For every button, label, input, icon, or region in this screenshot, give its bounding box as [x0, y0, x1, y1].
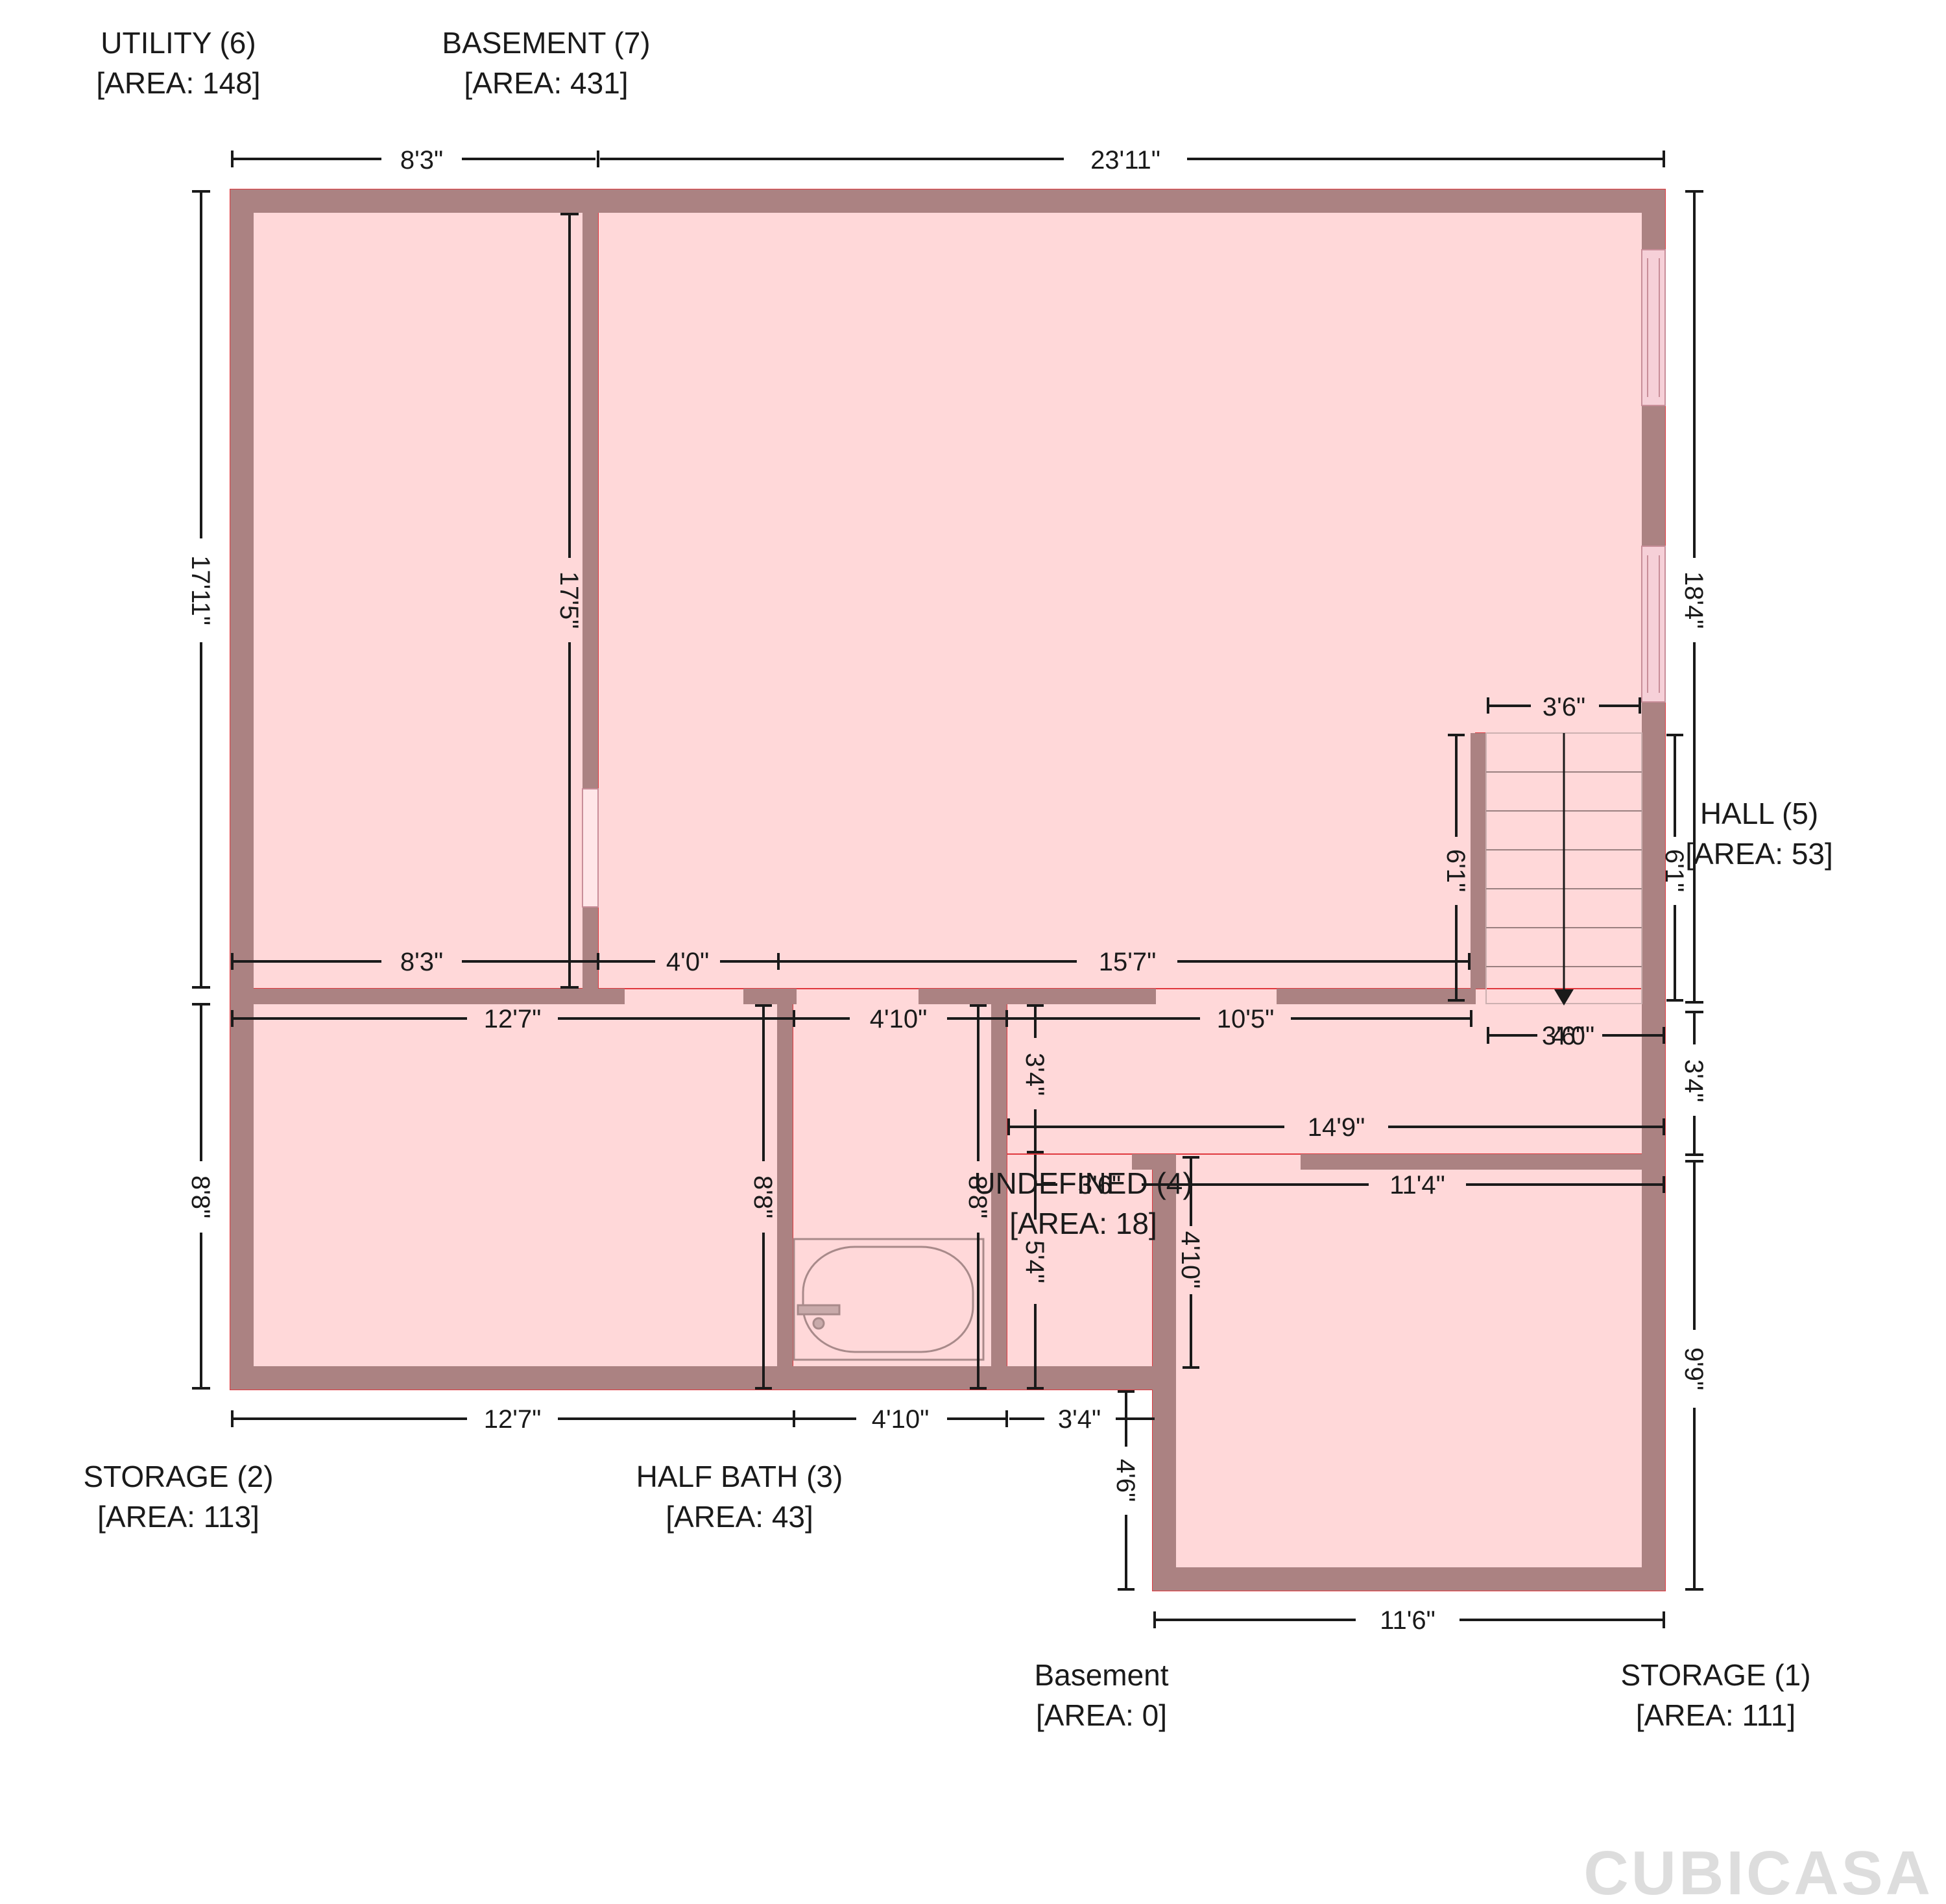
room-name-basement: Basement: [1034, 1658, 1168, 1692]
dim-corridor-inner-width: 14'9": [1308, 1113, 1365, 1142]
dim-corridor-height-right: 3'4": [1679, 1059, 1708, 1102]
brand-watermark: CUBICASA: [1583, 1838, 1933, 1904]
storage2-floor: [230, 988, 793, 1390]
dim-storage1-height: 9'9": [1679, 1347, 1708, 1390]
wall-storage1-right: [1642, 1154, 1665, 1591]
utility-floor: [230, 189, 599, 989]
storage1-floor: [1152, 1153, 1666, 1591]
wall-storage1-bottom: [1153, 1567, 1665, 1591]
dim-bottom-undefined-width: 3'4": [1058, 1405, 1101, 1434]
room-area-storage2: [AREA: 113]: [97, 1500, 259, 1534]
dim-bottom-halfbath-width: 4'10": [872, 1405, 930, 1434]
wall-storage1-left: [1153, 1154, 1176, 1591]
staircase: [1485, 732, 1642, 1006]
room-name-hall: HALL (5): [1700, 797, 1818, 830]
room-area-utility: [AREA: 148]: [96, 66, 260, 100]
dim-stair-height: 6'1": [1441, 849, 1470, 892]
room-area-basement7: [AREA: 431]: [464, 66, 628, 100]
room-name-undefined: UNDEFINED (4): [974, 1166, 1192, 1200]
wall-mid-a: [230, 989, 625, 1004]
wall-utility-divider-a: [583, 213, 598, 789]
wall-utility-divider-b: [583, 907, 598, 989]
room-name-storage2: STORAGE (2): [83, 1460, 273, 1493]
dim-left-upper-height: 17'11": [186, 555, 215, 625]
wall-left: [230, 189, 254, 1390]
dim-hall-height: 6'1": [1660, 849, 1688, 892]
wall-top: [230, 189, 1665, 213]
room-area-basement: [AREA: 0]: [1036, 1698, 1167, 1732]
dim-storage1-inner-width: 11'4": [1389, 1171, 1445, 1199]
dim-corridor-height-inner: 3'4": [1020, 1053, 1049, 1096]
dim-top-right-width: 23'11": [1090, 146, 1160, 175]
halfbath-floor: [792, 988, 1007, 1390]
dim-mid-basement-width: 15'7": [1099, 948, 1157, 976]
bathtub-icon: [793, 1238, 985, 1361]
door-utility: [582, 788, 599, 908]
room-name-basement7: BASEMENT (7): [442, 26, 650, 60]
room-name-storage1: STORAGE (1): [1620, 1658, 1810, 1692]
dim-stair-width: 3'6": [1543, 693, 1585, 721]
dim-stair-bottom-width: 3'6": [1542, 1022, 1585, 1050]
dim-bottom-storage1-width: 11'6": [1380, 1606, 1435, 1635]
room-name-utility: UTILITY (6): [101, 26, 256, 60]
dim-storage1-inner-height: 4'10": [1176, 1231, 1205, 1289]
dim-utility-inner-height: 17'5": [555, 572, 583, 629]
window-right-b: [1641, 546, 1666, 703]
dim-undefined-width: 3'6": [1078, 1171, 1121, 1199]
wall-stair-left: [1471, 733, 1486, 989]
wall-halfbath-undef: [991, 989, 1007, 1390]
dimension-lines: [192, 151, 1703, 1628]
wall-storage2-halfbath: [777, 989, 793, 1390]
dimension-labels: 8'3" 23'11" 17'11" 17'5" 18'4" 3'6" 6'1"…: [186, 146, 1708, 1635]
dim-right-upper-height: 18'4": [1679, 572, 1708, 629]
window-right-a: [1641, 249, 1666, 406]
room-area-halfbath: [AREA: 43]: [666, 1500, 813, 1534]
dim-mid-utility-width: 8'3": [400, 948, 443, 976]
dim-top-left-width: 8'3": [400, 146, 443, 175]
dim-mid-gap: 4'0": [666, 948, 709, 976]
room-labels: UTILITY (6) [AREA: 148] BASEMENT (7) [AR…: [83, 26, 1832, 1732]
openings: [582, 249, 1666, 908]
wall-mid-d: [1277, 989, 1476, 1004]
room-area-hall: [AREA: 53]: [1685, 837, 1833, 871]
hall-floor: [1475, 732, 1666, 1004]
wall-storage1-top: [1301, 1154, 1665, 1170]
room-area-storage1: [AREA: 111]: [1636, 1698, 1796, 1732]
dim-storage2-height: 8'8": [186, 1175, 215, 1218]
dim-storage2-inner-height: 8'8": [749, 1175, 777, 1218]
dim-stair-bottom-width-b: 4'0": [1552, 1022, 1594, 1050]
dim-bottom-step-height: 4'6": [1111, 1459, 1140, 1502]
room-area-undefined: [AREA: 18]: [1009, 1207, 1157, 1240]
dim-halfbath-inner-width: 4'10": [870, 1005, 928, 1033]
undefined-floor: [1006, 1153, 1164, 1390]
wall-bottom-left: [230, 1366, 1159, 1390]
dim-halfbath-height: 8'8": [963, 1175, 992, 1218]
dim-corridor-width: 10'5": [1217, 1005, 1275, 1033]
dim-storage2-inner-width: 12'7": [484, 1005, 542, 1033]
wall-mid-c: [919, 989, 1156, 1004]
dim-bottom-storage2-width: 12'7": [484, 1405, 542, 1434]
dim-undefined-height: 5'4": [1020, 1240, 1049, 1283]
room-name-halfbath: HALF BATH (3): [636, 1460, 843, 1493]
